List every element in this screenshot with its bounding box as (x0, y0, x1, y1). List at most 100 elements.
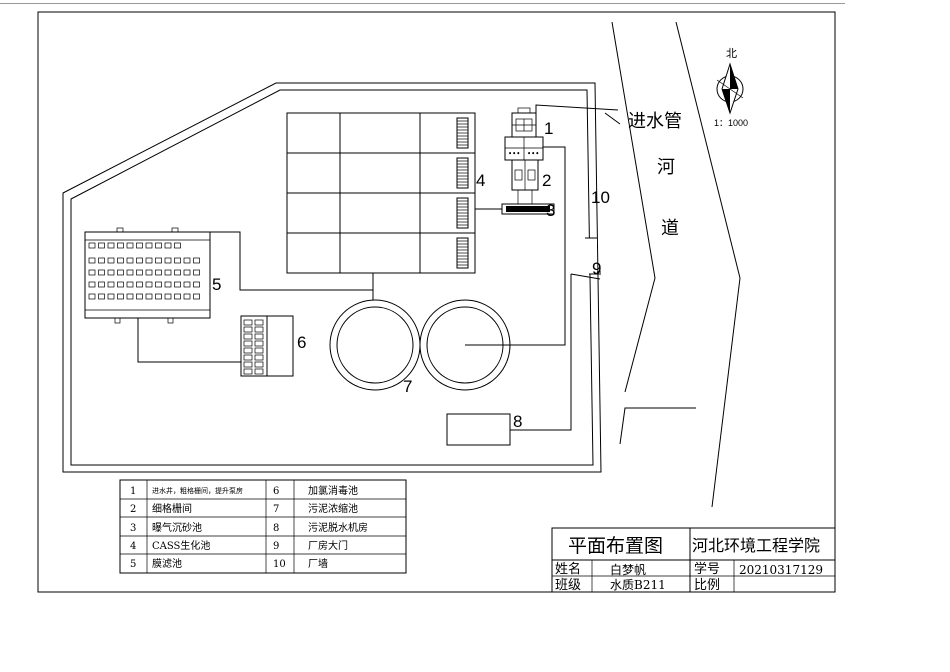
inlet-pipe-label: 进水管 (628, 111, 682, 132)
road-branch (619, 407, 696, 445)
window (183, 281, 191, 288)
inlet-pumphouse: ••• ••• (504, 107, 544, 161)
window (117, 269, 124, 276)
window (164, 269, 172, 276)
window (155, 257, 162, 264)
svg-text:•••: ••• (508, 150, 520, 158)
scale-label: 比例 (694, 578, 720, 593)
window (107, 269, 115, 276)
window (98, 269, 105, 276)
pipe-gate-link (570, 273, 601, 280)
window (136, 281, 143, 288)
legend-number: 8 (273, 523, 279, 534)
window (164, 293, 172, 300)
tank-cell (243, 368, 253, 375)
pipe-sludge (465, 146, 566, 346)
id-label: 学号 (694, 561, 720, 577)
cass-tanks (286, 112, 476, 274)
tank-cell (254, 354, 264, 361)
window (126, 257, 134, 264)
cass-ladders (456, 117, 469, 269)
window (107, 257, 115, 264)
window (193, 257, 200, 264)
window (145, 269, 153, 276)
window (174, 242, 181, 249)
window (88, 269, 96, 276)
compass-scale: 1：1000 (714, 118, 748, 128)
pipe-dewatering (510, 274, 572, 431)
window (155, 269, 162, 276)
window (107, 281, 115, 288)
tank-cell (243, 319, 253, 326)
tank-cell (254, 326, 264, 333)
label-6: 6 (297, 333, 306, 352)
legend-name: 膜滤池 (152, 557, 182, 570)
window (126, 242, 134, 249)
ladder-grille (456, 117, 469, 149)
id-value: 20210317129 (739, 563, 823, 577)
tank-cell (254, 333, 264, 340)
label-7: 7 (403, 377, 412, 396)
window (145, 281, 153, 288)
road-edge-east (675, 21, 741, 508)
tank-cell (254, 361, 264, 368)
window (117, 293, 124, 300)
window (183, 257, 191, 264)
label-5: 5 (212, 275, 221, 294)
plant-wall-outer (62, 82, 602, 473)
tank-cell (254, 347, 264, 354)
dewatering-building (446, 413, 511, 446)
inlet-pipe-leader (604, 112, 621, 125)
tank-cell (243, 354, 253, 361)
tank-cell (243, 361, 253, 368)
tank-cell (243, 340, 253, 347)
window (136, 293, 143, 300)
legend-number: 4 (130, 541, 136, 552)
window (136, 269, 143, 276)
legend-number: 6 (273, 486, 279, 497)
label-3: 3 (546, 201, 555, 220)
ladder-grille (456, 157, 469, 189)
membrane-building (84, 227, 211, 324)
ladder-grille (456, 237, 469, 269)
legend-name: 细格栅间 (152, 502, 192, 515)
drawing-title: 平面布置图 (568, 535, 663, 557)
legend-number: 7 (273, 504, 279, 515)
gate-opening (585, 238, 597, 274)
window (88, 293, 96, 300)
legend-name: 厂墙 (308, 557, 328, 570)
tank-cell (243, 347, 253, 354)
window (174, 269, 181, 276)
window (117, 281, 124, 288)
ladder-grille (456, 197, 469, 229)
road-edge-west (611, 21, 656, 393)
legend-name: 进水井，粗格栅间，提升泵房 (152, 486, 243, 495)
legend-number: 10 (273, 559, 286, 570)
window (174, 257, 181, 264)
svg-text:•••: ••• (527, 150, 539, 158)
legend-number: 2 (130, 504, 136, 515)
window (88, 257, 96, 264)
window (155, 293, 162, 300)
window (117, 257, 124, 264)
pipe-membrane-chlorine (137, 318, 241, 363)
legend-name: 污泥脱水机房 (308, 521, 368, 534)
legend-name: 加氯消毒池 (308, 484, 358, 497)
window (88, 242, 96, 249)
window (164, 242, 172, 249)
tank-cell (243, 326, 253, 333)
window (155, 242, 162, 249)
window (126, 293, 134, 300)
tank-cell (254, 340, 264, 347)
label-8: 8 (513, 412, 522, 431)
river-label-2: 道 (661, 218, 679, 239)
legend-name: 曝气沉砂池 (152, 521, 202, 534)
legend-number: 1 (130, 486, 136, 497)
window (174, 293, 181, 300)
legend-name: 污泥浓缩池 (308, 502, 358, 515)
chlorine-tank (240, 315, 294, 377)
window (126, 269, 134, 276)
window (98, 257, 105, 264)
